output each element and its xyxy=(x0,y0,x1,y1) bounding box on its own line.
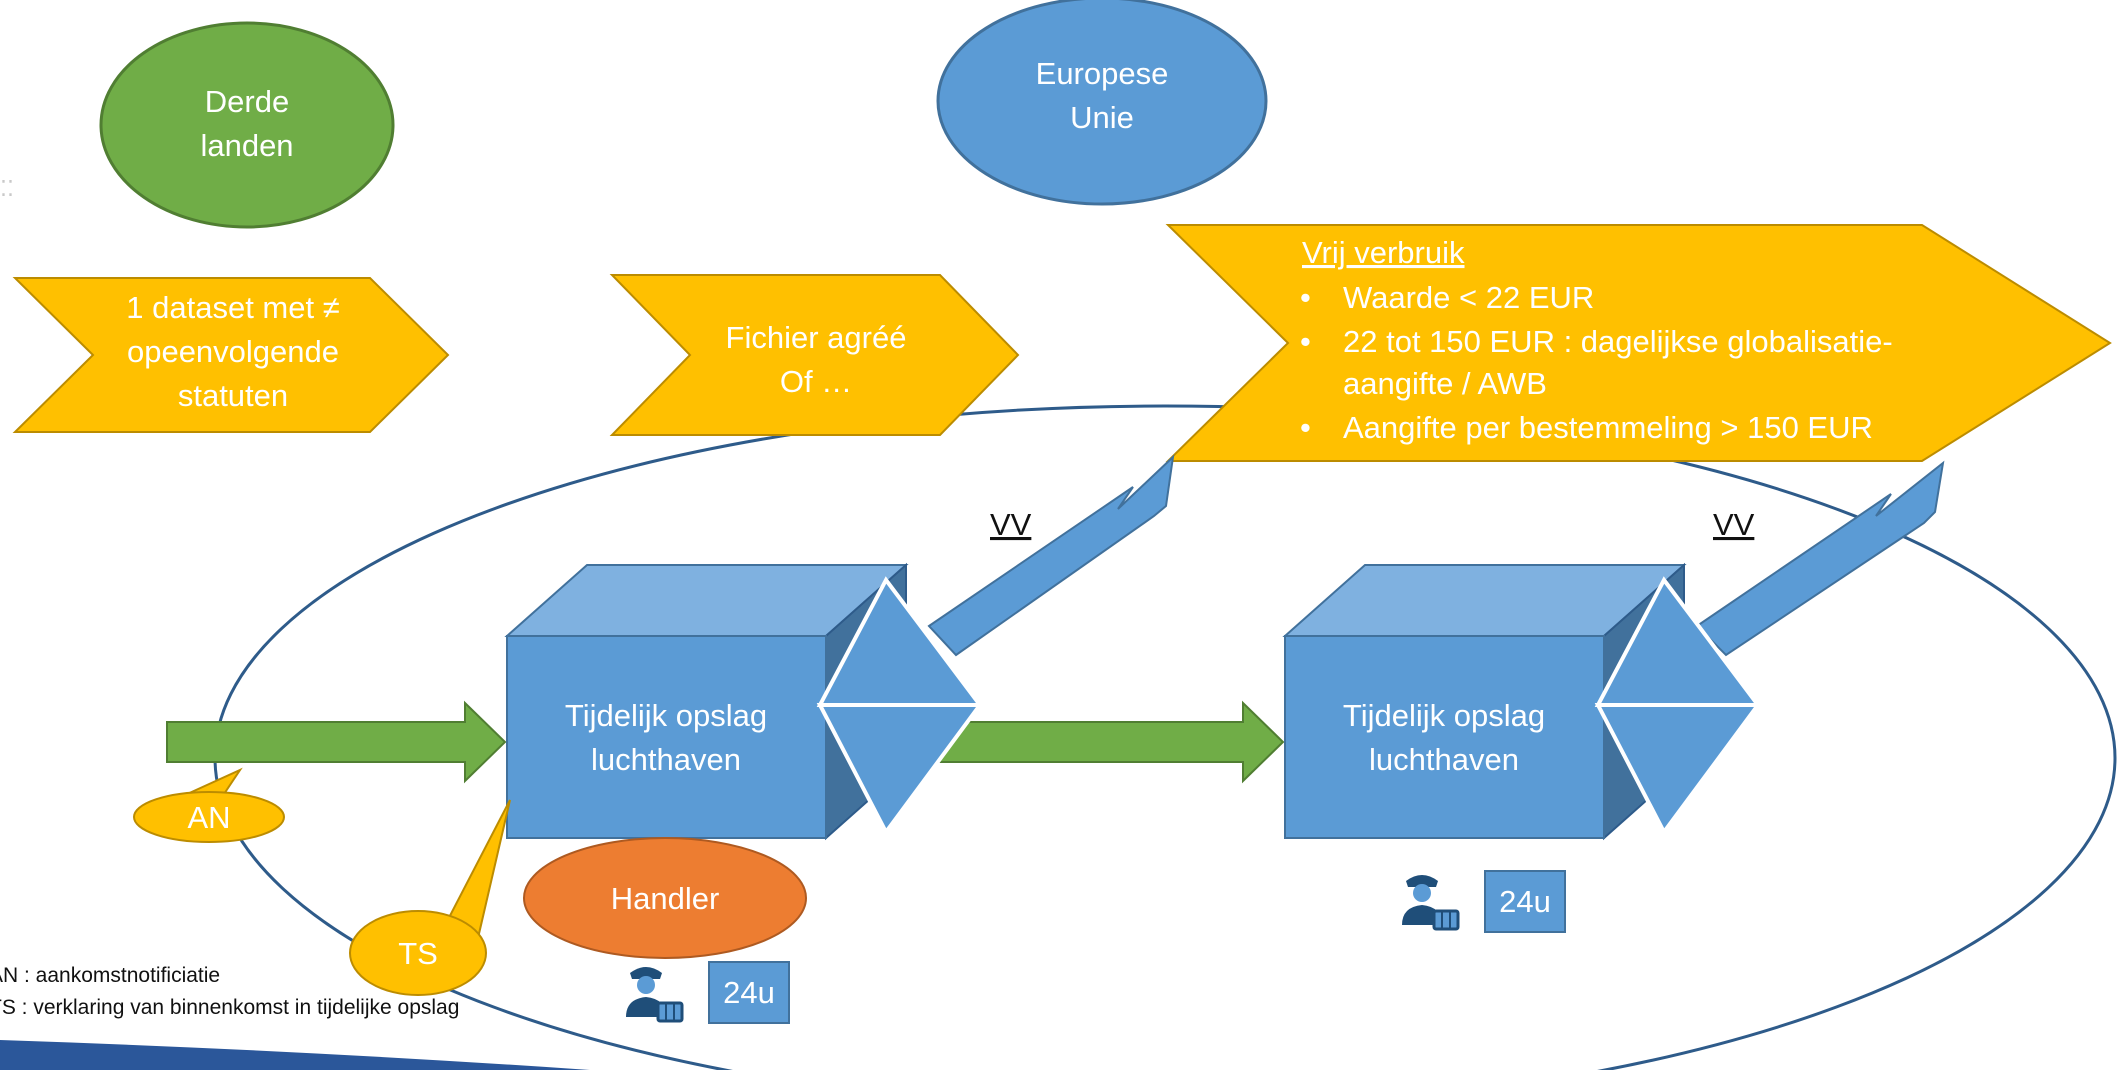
handler-bubble: Handler xyxy=(523,837,807,959)
an-callout: AN xyxy=(133,767,285,843)
time-badge-1-label: 24u xyxy=(723,975,775,1010)
transfer-arrow xyxy=(917,700,1285,784)
handler-label: Handler xyxy=(611,881,720,916)
decorative-mark: ⁚⁚ xyxy=(0,176,14,201)
time-badge-2-label: 24u xyxy=(1499,884,1551,919)
bullet-dot: • xyxy=(1300,280,1311,315)
vv-label-2: VV xyxy=(1713,507,1755,542)
decorative-bottom-bar xyxy=(0,1040,590,1070)
vv-label-1: VV xyxy=(990,507,1032,542)
time-badge-1: 24u xyxy=(708,961,790,1024)
free-circulation-bullets: • Waarde < 22 EUR • 22 tot 150 EUR : dageli… xyxy=(1300,280,1893,445)
an-arrow xyxy=(166,700,507,784)
customs-officer-icon-1 xyxy=(626,967,684,1023)
free-circulation-bullet: 22 tot 150 EUR : dagelijkse globalisatie… xyxy=(1343,324,1893,401)
bullet-dot: • xyxy=(1300,324,1311,359)
an-callout-label: AN xyxy=(187,800,230,835)
time-badge-2: 24u xyxy=(1484,870,1566,933)
vv-arrow-1 xyxy=(927,454,1175,657)
ts-callout: TS xyxy=(349,799,511,996)
bullet-dot: • xyxy=(1300,410,1311,445)
ts-callout-label: TS xyxy=(398,936,438,971)
customs-officer-icon-2 xyxy=(1402,875,1460,931)
free-circulation-bullet: Aangifte per bestemmeling > 150 EUR xyxy=(1343,410,1873,445)
free-circulation-bullet: Waarde < 22 EUR xyxy=(1343,280,1594,315)
free-circulation-pentagon: Vrij verbruik • Waarde < 22 EUR • 22 tot 15… xyxy=(1165,224,2112,462)
vv-arrow-2 xyxy=(1695,460,1945,657)
free-circulation-title: Vrij verbruik xyxy=(1302,235,1465,270)
